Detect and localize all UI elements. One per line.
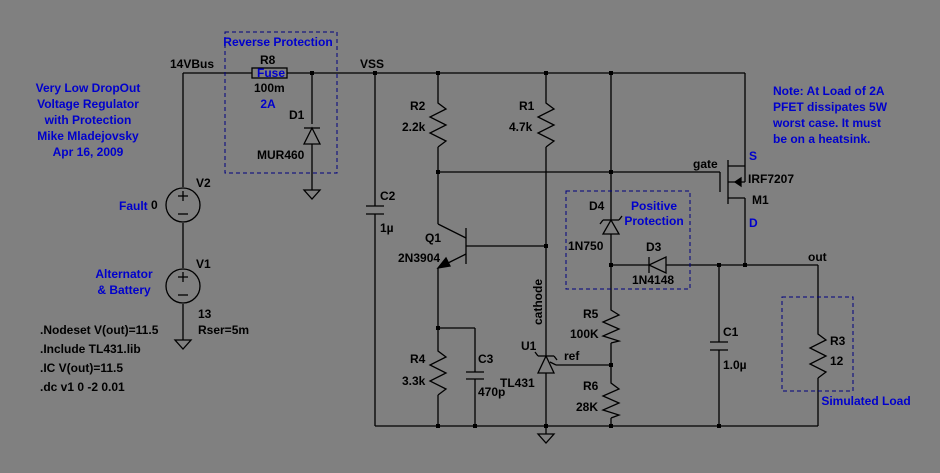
v1-ref-label: V1 [196, 257, 211, 271]
ground-icon-v1 [173, 339, 193, 350]
note-line-4: be on a heatsink. [773, 132, 870, 146]
v1-source-symbol [165, 268, 201, 304]
note-line-1: Note: At Load of 2A [773, 84, 885, 98]
simulated-load-box [781, 296, 854, 392]
r1-ref-label: R1 [519, 99, 535, 113]
c2-ref-label: C2 [380, 189, 396, 203]
positive-protection-box [565, 190, 691, 290]
junction-dots [310, 71, 747, 428]
title-line-5: Apr 16, 2009 [53, 145, 124, 159]
r1-value-label: 4.7k [509, 120, 533, 134]
ground-icon-u1 [536, 433, 556, 444]
d1-value-label: MUR460 [257, 148, 305, 162]
r6-resistor-symbol [601, 378, 622, 419]
wires [182, 72, 819, 434]
v2-source-symbol [165, 187, 201, 223]
r2-ref-label: R2 [410, 99, 426, 113]
d4-zener-symbol [599, 215, 623, 235]
r4-value-label: 3.3k [402, 374, 426, 388]
title-line-3: with Protection [44, 113, 132, 127]
net-14vbus-label: 14VBus [170, 57, 214, 71]
positive-protection-label-1: Positive [631, 199, 677, 213]
c1-value-label: 1.0µ [723, 358, 747, 372]
q1-npn-transistor-symbol [436, 223, 467, 269]
v2-ref-label: V2 [196, 176, 211, 190]
title-line-4: Mike Mladejovsky [37, 129, 139, 143]
directive-line-1: .Nodeset V(out)=11.5 [40, 323, 159, 337]
fault-label: Fault [119, 199, 148, 213]
directive-line-3: .IC V(out)=11.5 [40, 361, 123, 375]
d3-value-label: 1N4148 [632, 273, 674, 287]
m1-ref-label: M1 [752, 193, 769, 207]
r8-ref-label: R8 [260, 53, 276, 67]
d4-ref-label: D4 [589, 199, 605, 213]
r5-resistor-symbol [601, 305, 622, 344]
r2-value-label: 2.2k [402, 120, 426, 134]
c2-value-label: 1µ [380, 221, 394, 235]
v2-value-label: 0 [151, 198, 158, 212]
m1-source-pin-label: S [749, 149, 757, 163]
title-line-1: Very Low DropOut [36, 81, 141, 95]
alternator-label-2: & Battery [97, 283, 151, 297]
d4-value-label: 1N750 [568, 239, 604, 253]
d1-ref-label: D1 [289, 108, 305, 122]
d1-diode-symbol [302, 126, 322, 145]
reverse-protection-label: Reverse Protection [223, 35, 332, 49]
r1-resistor-symbol [536, 97, 556, 148]
c1-capacitor-symbol [710, 341, 728, 351]
r6-value-label: 28K [576, 400, 598, 414]
v1-value-label: 13 [198, 307, 212, 321]
directive-line-4: .dc v1 0 -2 0.01 [40, 380, 125, 394]
c1-ref-label: C1 [723, 325, 739, 339]
r6-ref-label: R6 [583, 379, 599, 393]
c2-capacitor-symbol [366, 205, 384, 215]
v1-rser-label: Rser=5m [198, 323, 249, 337]
u1-value-label: TL431 [500, 376, 535, 390]
simulated-load-label: Simulated Load [821, 394, 910, 408]
c3-capacitor-symbol [466, 371, 484, 380]
r4-resistor-symbol [428, 345, 448, 396]
r4-ref-label: R4 [410, 352, 426, 366]
r8-value-label: 100m [254, 81, 285, 95]
r5-value-label: 100K [570, 327, 599, 341]
ground-icon-d1 [302, 189, 322, 200]
d3-ref-label: D3 [646, 240, 662, 254]
r3-resistor-symbol [808, 328, 828, 379]
r8-fuse-symbol [251, 67, 288, 79]
directive-line-2: .Include TL431.lib [40, 342, 141, 356]
note-line-3: worst case. It must [772, 116, 881, 130]
u1-tl431-symbol [534, 351, 558, 374]
q1-value-label: 2N3904 [398, 251, 440, 265]
alternator-label-1: Alternator [95, 267, 153, 281]
r8-current-label: 2A [260, 97, 276, 111]
r5-ref-label: R5 [583, 307, 599, 321]
u1-ref-label: U1 [521, 339, 537, 353]
r2-resistor-symbol [428, 97, 448, 148]
positive-protection-label-2: Protection [624, 214, 683, 228]
c3-ref-label: C3 [478, 352, 494, 366]
d3-diode-symbol [647, 255, 667, 275]
net-cathode-label: cathode [531, 279, 545, 325]
m1-pfet-symbol [719, 152, 746, 212]
r3-ref-label: R3 [830, 334, 846, 348]
q1-ref-label: Q1 [425, 231, 441, 245]
net-ref-label: ref [564, 349, 580, 363]
r3-value-label: 12 [830, 354, 844, 368]
note-line-2: PFET dissipates 5W [773, 100, 888, 114]
net-gate-label: gate [693, 157, 718, 171]
reverse-protection-box [224, 31, 338, 174]
r8-type-label: Fuse [257, 66, 285, 80]
title-line-2: Voltage Regulator [37, 97, 139, 111]
m1-value-label: IRF7207 [748, 172, 794, 186]
net-out-label: out [808, 250, 827, 264]
c3-value-label: 470p [478, 385, 505, 399]
net-vss-label: VSS [360, 57, 384, 71]
m1-drain-pin-label: D [749, 216, 758, 230]
